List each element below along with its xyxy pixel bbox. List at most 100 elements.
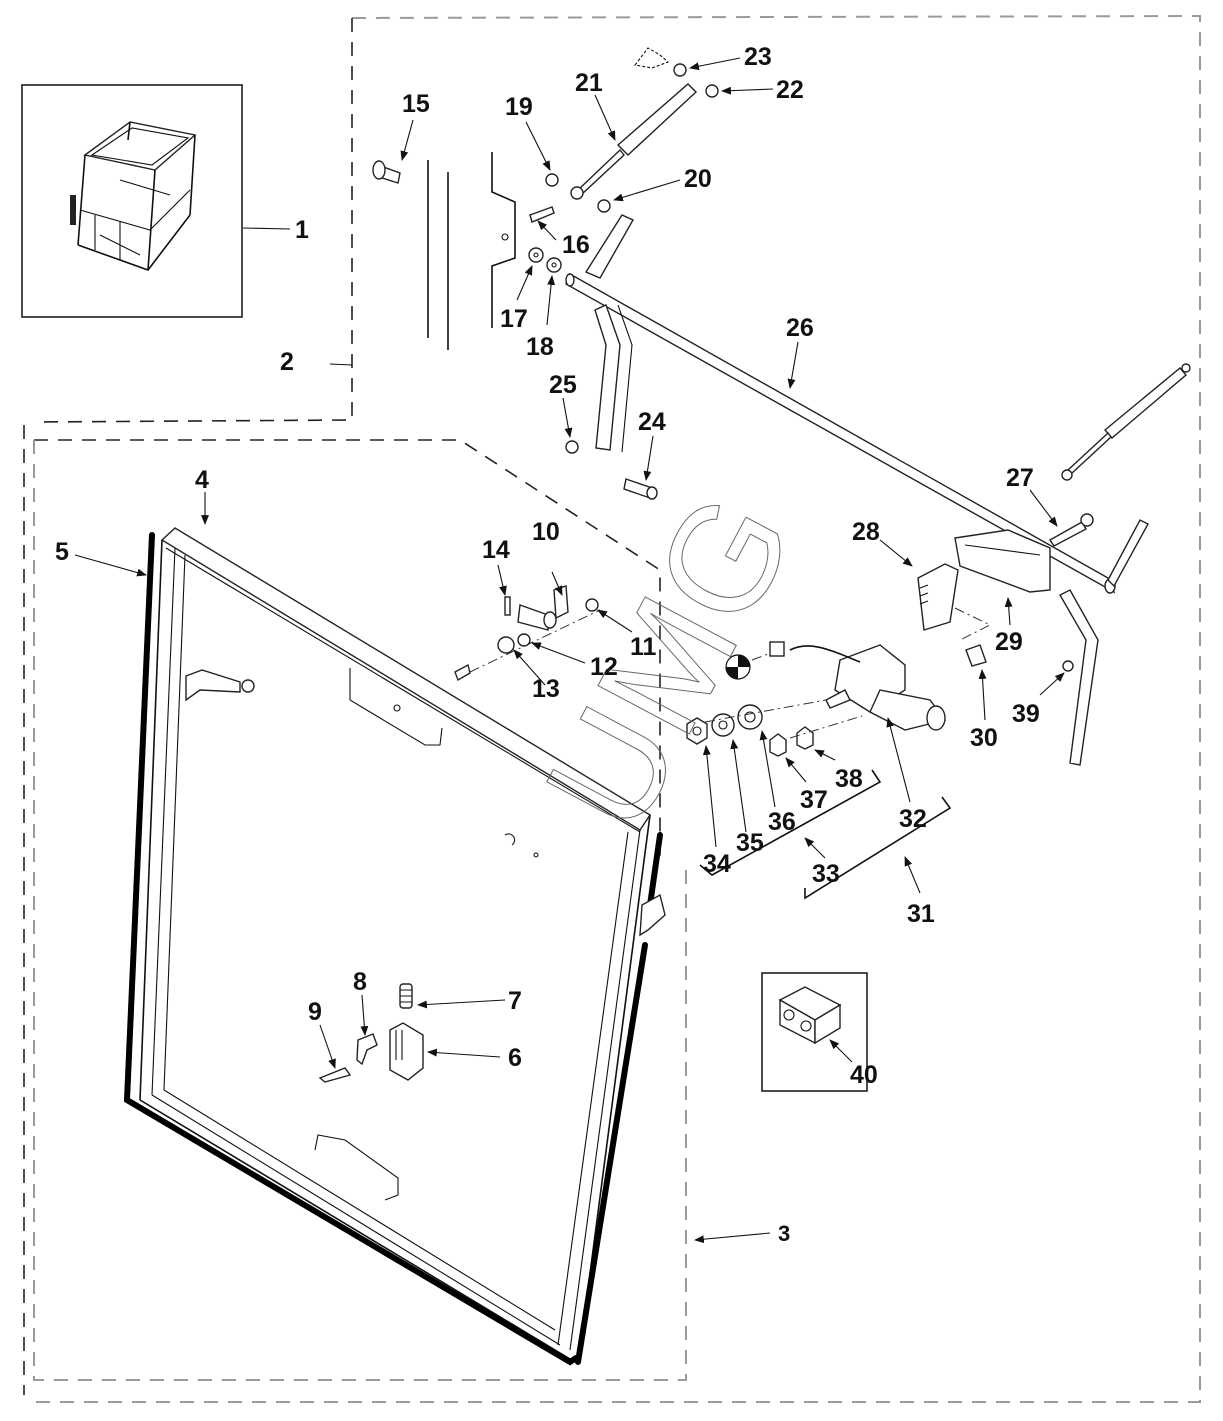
callout-25: 25 bbox=[549, 371, 577, 399]
leader-38 bbox=[814, 749, 836, 761]
callout-37: 37 bbox=[800, 786, 828, 814]
door-frame-4-icon bbox=[139, 527, 651, 1363]
leader-3 bbox=[694, 1232, 771, 1244]
callout-6: 6 bbox=[508, 1044, 522, 1072]
inset-connector-block bbox=[761, 972, 868, 1092]
callout-39: 39 bbox=[1012, 700, 1040, 728]
callout-18: 18 bbox=[526, 333, 554, 361]
leader-5 bbox=[74, 554, 147, 577]
leader-lines bbox=[74, 57, 1065, 1244]
leader-33 bbox=[804, 837, 826, 859]
leader-17 bbox=[516, 265, 533, 301]
callout-23: 23 bbox=[744, 43, 772, 71]
leader-24 bbox=[643, 435, 654, 481]
nut-plate-30-icon bbox=[965, 644, 987, 667]
callout-20: 20 bbox=[684, 165, 712, 193]
leader-30 bbox=[978, 669, 987, 721]
callout-labels: 1 2 3 4 5 6 7 8 9 10 11 12 13 14 15 16 1… bbox=[55, 43, 1040, 1246]
washer-35-icon bbox=[711, 713, 735, 737]
callout-17: 17 bbox=[500, 305, 528, 333]
rivet-9-icon bbox=[318, 1067, 352, 1083]
leader-12 bbox=[531, 642, 586, 664]
leader-9 bbox=[319, 1024, 336, 1069]
callout-40: 40 bbox=[850, 1061, 878, 1089]
pin-14-icon bbox=[504, 596, 511, 616]
cab-frame-icon bbox=[70, 121, 197, 271]
leader-13 bbox=[513, 649, 546, 686]
leader-35 bbox=[730, 739, 747, 833]
latch-housing-6-icon bbox=[389, 1022, 424, 1081]
leader-16 bbox=[537, 220, 557, 241]
leader-18 bbox=[546, 275, 556, 326]
spring-16-icon bbox=[529, 206, 555, 223]
callout-32: 32 bbox=[899, 805, 927, 833]
connector-plug-icon bbox=[725, 654, 751, 680]
clip-8-icon bbox=[356, 1033, 378, 1066]
callout-12: 12 bbox=[590, 653, 618, 681]
callout-10: 10 bbox=[532, 518, 560, 546]
callout-21: 21 bbox=[575, 69, 603, 97]
callout-30: 30 bbox=[970, 724, 998, 752]
leader-28 bbox=[879, 539, 913, 567]
leader-31 bbox=[904, 856, 921, 894]
callout-28: 28 bbox=[852, 518, 880, 546]
leader-19 bbox=[525, 121, 551, 171]
washer-23-icon bbox=[673, 63, 687, 77]
callout-35: 35 bbox=[736, 829, 764, 857]
seal-5-icon bbox=[123, 532, 663, 1366]
group-2-boundary bbox=[35, 14, 1201, 1403]
clip-20-icon bbox=[597, 199, 611, 213]
bolt-15-icon bbox=[372, 160, 401, 184]
callout-7: 7 bbox=[508, 987, 522, 1015]
leader-27 bbox=[1029, 489, 1058, 527]
assembly-centerlines bbox=[469, 607, 992, 739]
callout-11: 11 bbox=[630, 633, 657, 661]
nut-38-icon bbox=[796, 726, 814, 750]
door-latch-icon bbox=[639, 893, 666, 937]
panel-edge-lines bbox=[427, 152, 516, 350]
leader-39 bbox=[1039, 672, 1065, 696]
washer-17-icon bbox=[528, 247, 544, 263]
leader-21 bbox=[594, 94, 616, 141]
callout-24: 24 bbox=[638, 408, 666, 436]
leader-10 bbox=[551, 571, 563, 596]
leader-7 bbox=[417, 999, 506, 1009]
group-3-boundary bbox=[23, 425, 687, 1395]
spring-7-icon bbox=[399, 983, 413, 1009]
leader-29 bbox=[1004, 597, 1013, 626]
bracket-lines bbox=[699, 769, 952, 900]
leader-36 bbox=[759, 730, 776, 808]
washer-12-icon bbox=[517, 633, 531, 647]
bracket-28-icon bbox=[917, 563, 959, 631]
leader-37 bbox=[785, 757, 807, 783]
callout-19: 19 bbox=[505, 93, 533, 121]
handle-housing-29-icon bbox=[954, 529, 1051, 593]
washer-11-icon bbox=[585, 598, 599, 612]
inset-cab-frame bbox=[21, 84, 243, 318]
callout-22: 22 bbox=[776, 76, 804, 104]
leader-32 bbox=[886, 717, 911, 803]
leader-11 bbox=[597, 609, 633, 633]
leader-34 bbox=[702, 745, 717, 848]
shaft-26-icon bbox=[565, 272, 1116, 594]
leader-15 bbox=[400, 119, 414, 161]
callout-14: 14 bbox=[482, 536, 510, 564]
callout-4: 4 bbox=[195, 466, 209, 494]
leader-6 bbox=[427, 1048, 501, 1058]
leader-8 bbox=[360, 994, 369, 1036]
callout-16: 16 bbox=[562, 231, 590, 259]
leader-25 bbox=[562, 397, 573, 438]
callout-36: 36 bbox=[768, 808, 796, 836]
callout-38: 38 bbox=[835, 765, 863, 793]
leader-22 bbox=[721, 86, 774, 95]
callout-31: 31 bbox=[907, 900, 935, 928]
clip-19-icon bbox=[545, 173, 559, 187]
callout-9: 9 bbox=[308, 998, 322, 1026]
gas-strut-21-icon bbox=[570, 83, 698, 200]
clip-22-icon bbox=[705, 84, 719, 98]
nut-34-icon bbox=[686, 717, 708, 745]
leader-20 bbox=[613, 179, 681, 202]
actuator-32-icon bbox=[769, 641, 947, 731]
callout-8: 8 bbox=[353, 968, 367, 996]
